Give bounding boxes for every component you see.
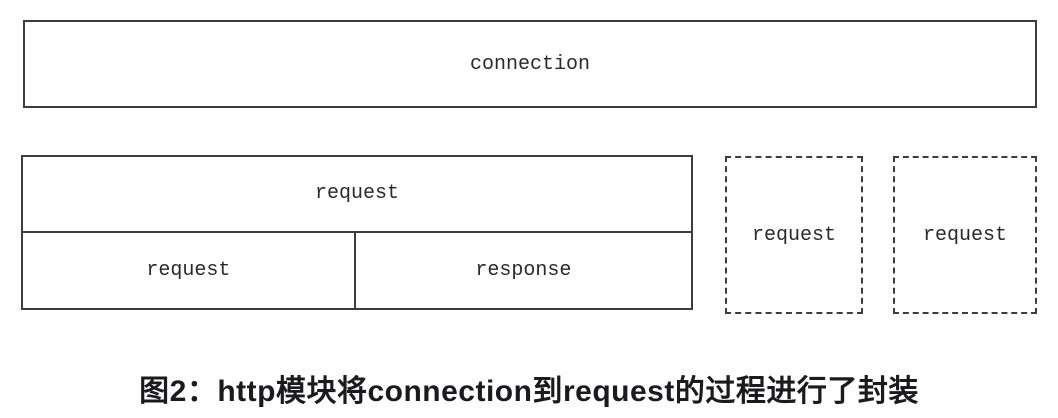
- request-outer-label: request: [314, 182, 399, 206]
- request-inner-cell: request: [23, 232, 356, 308]
- request-group-box: request request response: [21, 155, 693, 310]
- response-label: response: [475, 258, 572, 282]
- request-inner-label: request: [146, 258, 231, 282]
- dashed-request-box-1: request: [725, 156, 863, 314]
- request-response-row: request response: [23, 232, 691, 309]
- request-outer-cell: request: [23, 157, 691, 233]
- dashed-request-box-1-label: request: [751, 223, 836, 247]
- dashed-request-box-2-label: request: [922, 223, 1007, 247]
- connection-box-label: connection: [469, 52, 591, 76]
- response-cell: response: [356, 233, 691, 309]
- figure-caption: 图2：http模块将connection到request的过程进行了封装: [139, 375, 919, 408]
- dashed-request-box-2: request: [893, 156, 1037, 314]
- connection-box: connection: [23, 20, 1037, 108]
